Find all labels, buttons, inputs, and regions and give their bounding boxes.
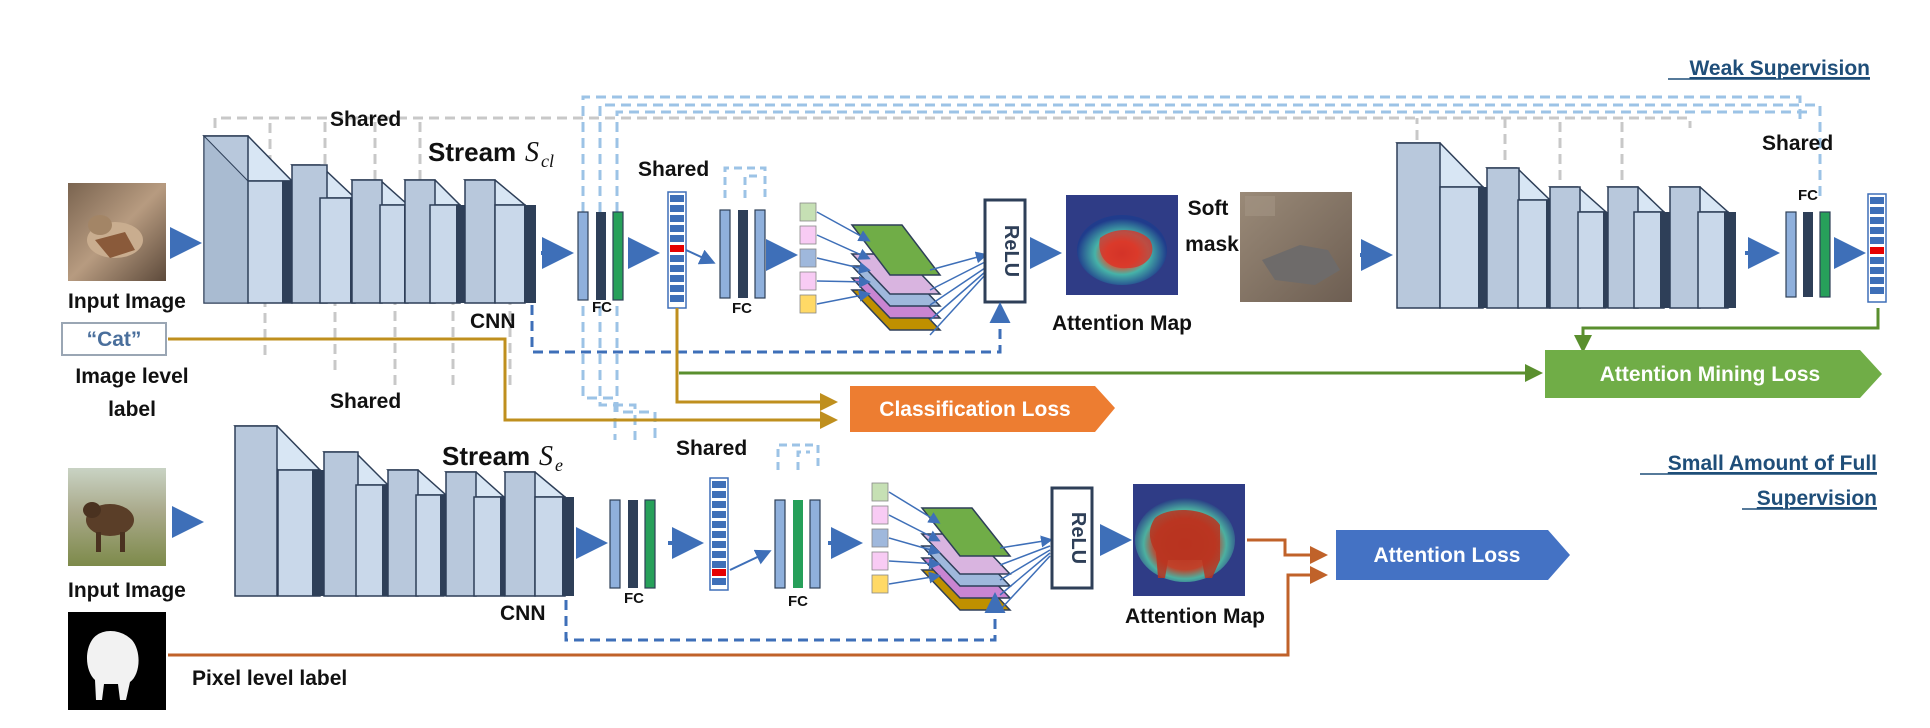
- stream-e-title: Stream S e: [442, 441, 563, 475]
- input-image-sheep: [68, 468, 166, 566]
- cnn-blocks-stream-cl: [202, 134, 536, 304]
- image-level-label-line2: label: [108, 398, 156, 421]
- feature-vector-cl: [667, 191, 687, 309]
- shared-label-top-cnn: Shared: [330, 108, 401, 131]
- shared-label-fc-e: Shared: [676, 437, 747, 460]
- feature-vector-mining: [1867, 193, 1887, 303]
- small-full-supervision-title-line1: Small Amount of Full: [1668, 452, 1877, 475]
- fc-label-cl-1: FC: [592, 299, 612, 316]
- image-level-label-line1: Image level: [75, 365, 188, 388]
- relu-block-cl: ReLU: [983, 198, 1027, 304]
- shared-label-fc-mining: Shared: [1762, 132, 1833, 155]
- attention-planes-e: [920, 507, 1012, 611]
- svg-text:Attention Mining Loss: Attention Mining Loss: [1600, 363, 1820, 386]
- fc-layers-stream-cl: [577, 211, 624, 301]
- class-cubes-e: [871, 482, 889, 594]
- svg-text:Stream: Stream: [428, 137, 516, 167]
- mask-label: mask: [1185, 233, 1239, 256]
- cube-to-plane-arrows-cl: [816, 211, 988, 336]
- pixel-level-label: Pixel level label: [192, 667, 347, 690]
- classification-loss-box: Classification Loss: [850, 386, 1115, 432]
- weak-supervision-title: Weak Supervision: [1689, 57, 1870, 80]
- red-to-fc-arrow-cl: [685, 249, 716, 265]
- mining-loss-lines: [679, 308, 1880, 382]
- fc-label-e-2: FC: [788, 593, 808, 610]
- gradient-feedback-lines: [530, 302, 1011, 642]
- attention-loss-box: Attention Loss: [1336, 530, 1570, 580]
- shared-label-fc-cl: Shared: [638, 158, 709, 181]
- shared-weight-connectors: [213, 95, 1822, 470]
- attention-map-cl: [1066, 195, 1178, 295]
- stream-cl-title: Stream S cl: [428, 137, 554, 171]
- input-image-label-top: Input Image: [68, 290, 186, 313]
- cnn-blocks-stream-e: [233, 425, 574, 597]
- fc-label-e-1: FC: [624, 590, 644, 607]
- fc-layers-stream-cl-2: [719, 209, 766, 299]
- class-cubes-cl: [799, 202, 817, 314]
- soft-label: Soft: [1188, 197, 1229, 220]
- svg-text:S: S: [539, 441, 553, 472]
- small-full-supervision-title-line2: Supervision: [1757, 487, 1877, 510]
- flow-arrows: [170, 227, 1866, 559]
- soft-masked-image: [1240, 192, 1352, 302]
- attention-map-label-e: Attention Map: [1125, 605, 1265, 628]
- svg-text:e: e: [555, 455, 563, 475]
- cat-label-text: “Cat”: [87, 328, 142, 351]
- fc-layers-mining: [1785, 211, 1831, 298]
- svg-text:Stream: Stream: [442, 441, 530, 471]
- svg-text:ReLU: ReLU: [1000, 225, 1022, 277]
- attention-mining-loss-box: Attention Mining Loss: [1545, 350, 1882, 398]
- cat-label-box: “Cat”: [61, 322, 167, 356]
- image-label-lines: [168, 308, 838, 429]
- red-to-fc-arrow-e: [729, 549, 772, 571]
- cnn-blocks-mining: [1395, 142, 1736, 309]
- svg-text:S: S: [525, 137, 539, 168]
- cube-to-plane-arrows-e: [888, 491, 1053, 611]
- feature-vector-e: [709, 477, 729, 591]
- input-image-cat: [68, 183, 166, 281]
- svg-text:Attention Loss: Attention Loss: [1374, 544, 1521, 567]
- svg-text:cl: cl: [541, 151, 554, 171]
- attention-loss-lines: [168, 538, 1328, 657]
- shared-label-mid-cnn: Shared: [330, 390, 401, 413]
- attention-planes-cl: [850, 224, 942, 331]
- fc-layers-stream-e-2: [774, 499, 821, 589]
- fc-label-cl-2: FC: [732, 300, 752, 317]
- attention-map-e: [1133, 484, 1245, 596]
- attention-map-label-cl: Attention Map: [1052, 312, 1192, 335]
- fc-layers-stream-e: [609, 499, 656, 589]
- svg-text:Classification Loss: Classification Loss: [879, 398, 1070, 421]
- relu-block-e: ReLU: [1050, 486, 1094, 590]
- fc-label-mining: FC: [1798, 187, 1818, 204]
- pixel-level-label-image: [68, 612, 166, 710]
- input-image-label-bottom: Input Image: [68, 579, 186, 602]
- cnn-label-bottom: CNN: [500, 602, 546, 625]
- cnn-label-top: CNN: [470, 310, 516, 333]
- svg-text:ReLU: ReLU: [1067, 512, 1089, 564]
